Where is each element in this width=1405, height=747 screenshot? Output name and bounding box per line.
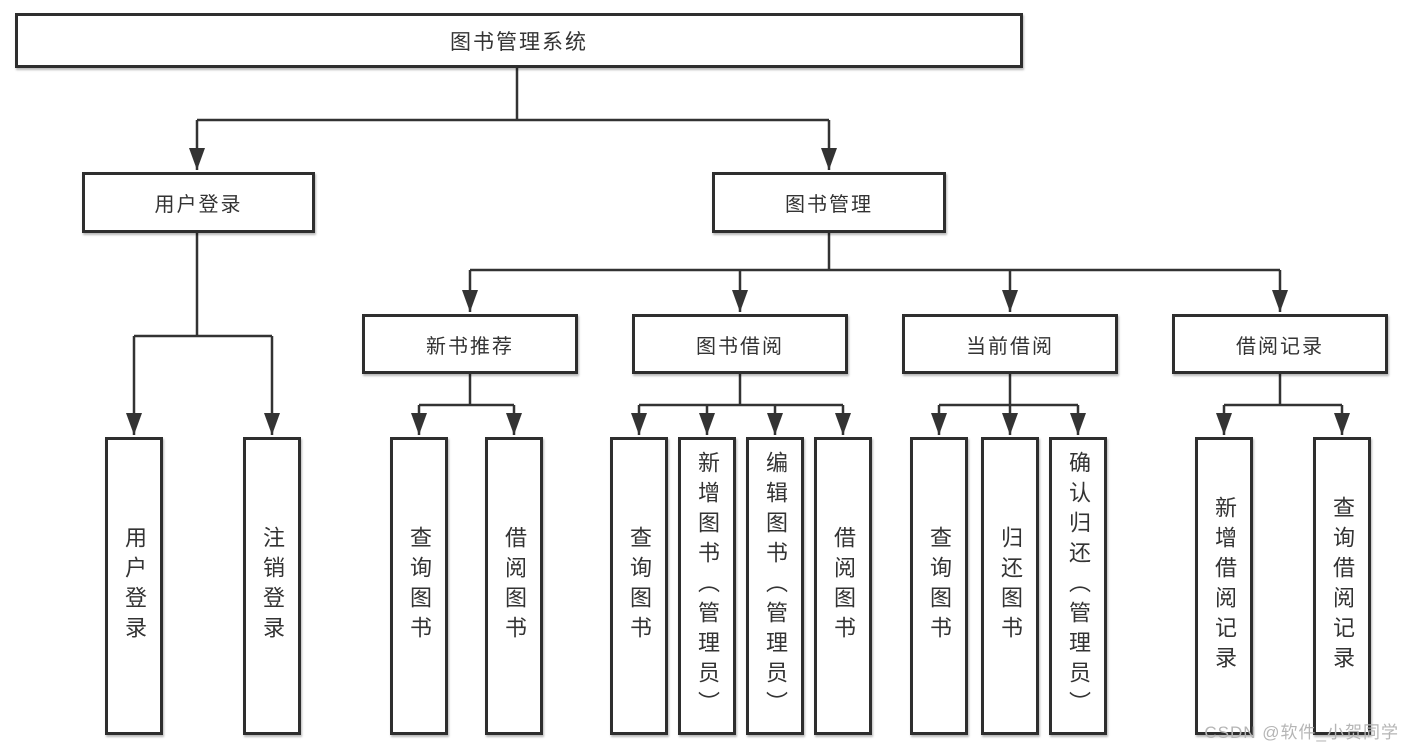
leaf-logout-label: 注销登录: [260, 526, 285, 646]
leaf-record-query: 查询借阅记录: [1313, 437, 1371, 735]
leaf-borrow-add-admin: 新增图书（管理员）: [678, 437, 736, 735]
node-book-management-label: 图书管理: [785, 194, 873, 216]
node-borrow-records: 借阅记录: [1172, 314, 1388, 374]
node-root-system: 图书管理系统: [15, 13, 1023, 68]
leaf-current-return-label: 归还图书: [998, 526, 1023, 646]
leaf-current-return: 归还图书: [981, 437, 1039, 735]
leaf-newbook-borrow-label: 借阅图书: [502, 526, 527, 646]
leaf-user-login-label: 用户登录: [122, 526, 147, 646]
node-root-label: 图书管理系统: [450, 30, 588, 54]
leaf-record-query-label: 查询借阅记录: [1330, 496, 1355, 676]
leaf-newbook-query-label: 查询图书: [407, 526, 432, 646]
node-new-book-recommend: 新书推荐: [362, 314, 578, 374]
leaf-newbook-query: 查询图书: [390, 437, 448, 735]
node-borrow-records-label: 借阅记录: [1236, 335, 1324, 358]
leaf-current-confirm-admin: 确认归还（管理员）: [1049, 437, 1107, 735]
leaf-logout: 注销登录: [243, 437, 301, 735]
csdn-watermark: CSDN @软件_小贺同学: [1204, 723, 1399, 742]
node-book-borrow: 图书借阅: [632, 314, 848, 374]
node-current-borrow: 当前借阅: [902, 314, 1118, 374]
leaf-borrow-add-admin-label: 新增图书（管理员）: [695, 451, 720, 721]
leaf-borrow-edit-admin: 编辑图书（管理员）: [746, 437, 804, 735]
leaf-borrow-query-label: 查询图书: [627, 526, 652, 646]
leaf-newbook-borrow: 借阅图书: [485, 437, 543, 735]
leaf-borrow-book-label: 借阅图书: [831, 526, 856, 646]
leaf-borrow-book: 借阅图书: [814, 437, 872, 735]
leaf-record-add: 新增借阅记录: [1195, 437, 1253, 735]
node-user-login: 用户登录: [82, 172, 315, 233]
leaf-borrow-query: 查询图书: [610, 437, 668, 735]
leaf-borrow-edit-admin-label: 编辑图书（管理员）: [763, 451, 788, 721]
leaf-user-login: 用户登录: [105, 437, 163, 735]
node-book-management: 图书管理: [712, 172, 946, 233]
leaf-current-confirm-admin-label: 确认归还（管理员）: [1066, 451, 1091, 721]
leaf-record-add-label: 新增借阅记录: [1212, 496, 1237, 676]
node-new-book-recommend-label: 新书推荐: [426, 335, 514, 358]
leaf-current-query: 查询图书: [910, 437, 968, 735]
node-user-login-label: 用户登录: [154, 194, 243, 216]
node-book-borrow-label: 图书借阅: [696, 335, 784, 358]
leaf-current-query-label: 查询图书: [927, 526, 952, 646]
node-current-borrow-label: 当前借阅: [966, 335, 1054, 358]
